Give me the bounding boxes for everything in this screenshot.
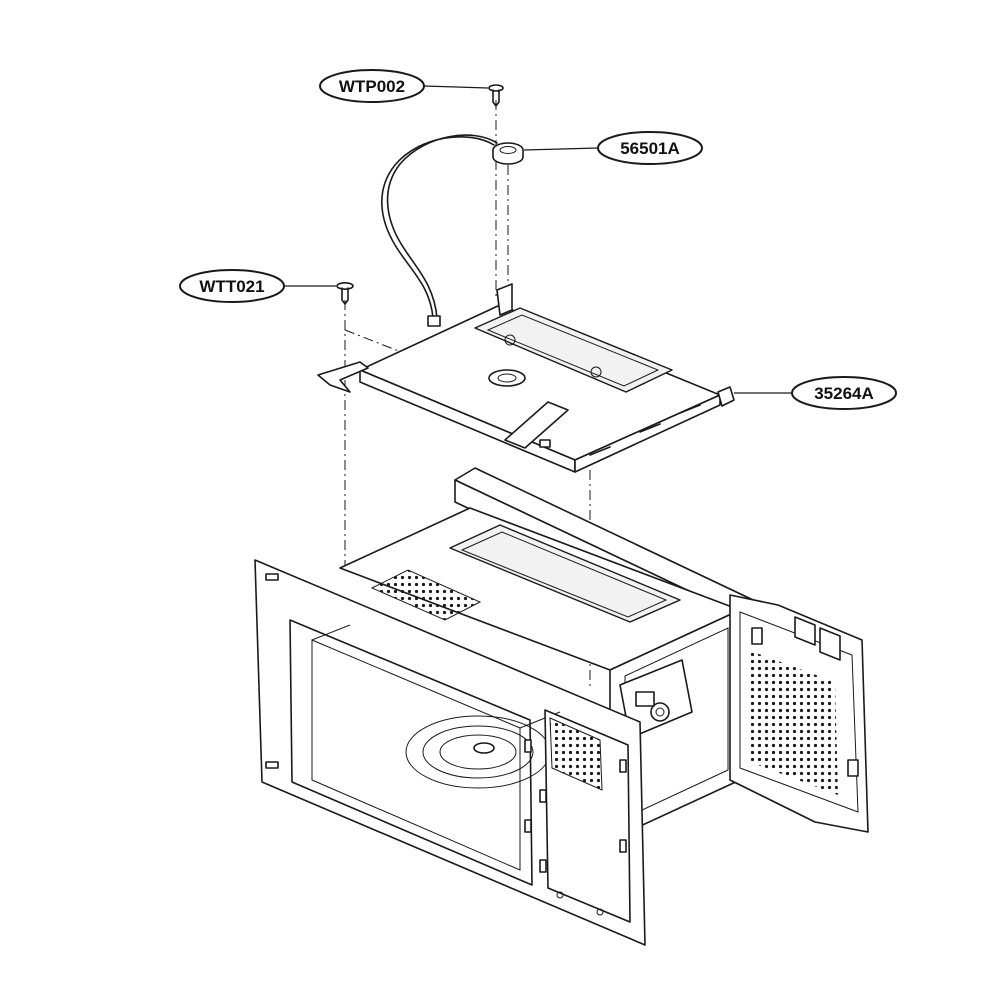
callout-label-wtt021: WTT021	[199, 277, 264, 296]
callout-label-wtp002: WTP002	[339, 77, 405, 96]
screw-wtt021-part	[336, 281, 354, 305]
callout-label-56501a: 56501A	[620, 139, 680, 158]
callout-35264a: 35264A	[734, 376, 897, 410]
callout-56501a: 56501A	[523, 131, 703, 165]
callout-wtt021: WTT021	[179, 269, 336, 303]
screw-wtp002-part	[488, 84, 504, 107]
right-side-panel-part	[729, 594, 869, 833]
cavity-body-part	[339, 467, 771, 841]
cover-plate-35264a-part	[317, 283, 735, 473]
callout-wtp002: WTP002	[319, 69, 489, 103]
sensor-56501a-part	[381, 134, 524, 327]
front-frame-part	[254, 559, 646, 946]
callout-label-35264a: 35264A	[814, 384, 874, 403]
